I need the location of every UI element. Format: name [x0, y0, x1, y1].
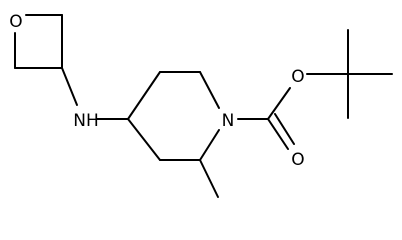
- molecule-canvas: O NH N O O: [9, 12, 393, 198]
- carbonyl-double-bond-a: [267, 118, 289, 150]
- label-layer: O NH N O O: [9, 12, 304, 170]
- piperidine-nitrogen-label: N: [222, 111, 235, 131]
- piperidine-n-c6-bond: [199, 129, 220, 161]
- molecule-structure-svg: O NH N O O: [9, 12, 393, 198]
- methyl-bond: [199, 159, 219, 198]
- piperidine-c5-c4-bond: [127, 118, 161, 161]
- ester-oxygen-label: O: [291, 67, 304, 87]
- piperidine-c2-n-bond: [199, 71, 220, 109]
- bond-layer: [14, 14, 393, 198]
- carbonyl-to-ester-o-bond: [267, 87, 291, 120]
- oxetane-to-nh-bond: [61, 67, 78, 106]
- carbonyl-oxygen-label: O: [291, 150, 304, 170]
- carbonyl-double-bond-b: [274, 113, 295, 145]
- amine-nh-label: NH: [73, 111, 99, 131]
- oxetane-oxygen-label: O: [9, 12, 22, 32]
- piperidine-c4-c3-bond: [127, 71, 161, 120]
